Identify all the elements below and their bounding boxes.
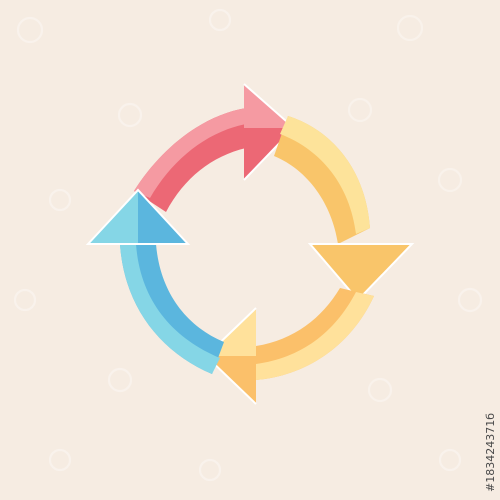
pink-arrow: [134, 83, 296, 212]
yellow-arrow-right: [274, 116, 415, 302]
orange-arrow-bottom: [204, 288, 374, 405]
blue-arrow: [85, 188, 224, 374]
stock-id-watermark: #183424371б: [484, 413, 497, 492]
watermark-pattern: [13, 8, 483, 482]
